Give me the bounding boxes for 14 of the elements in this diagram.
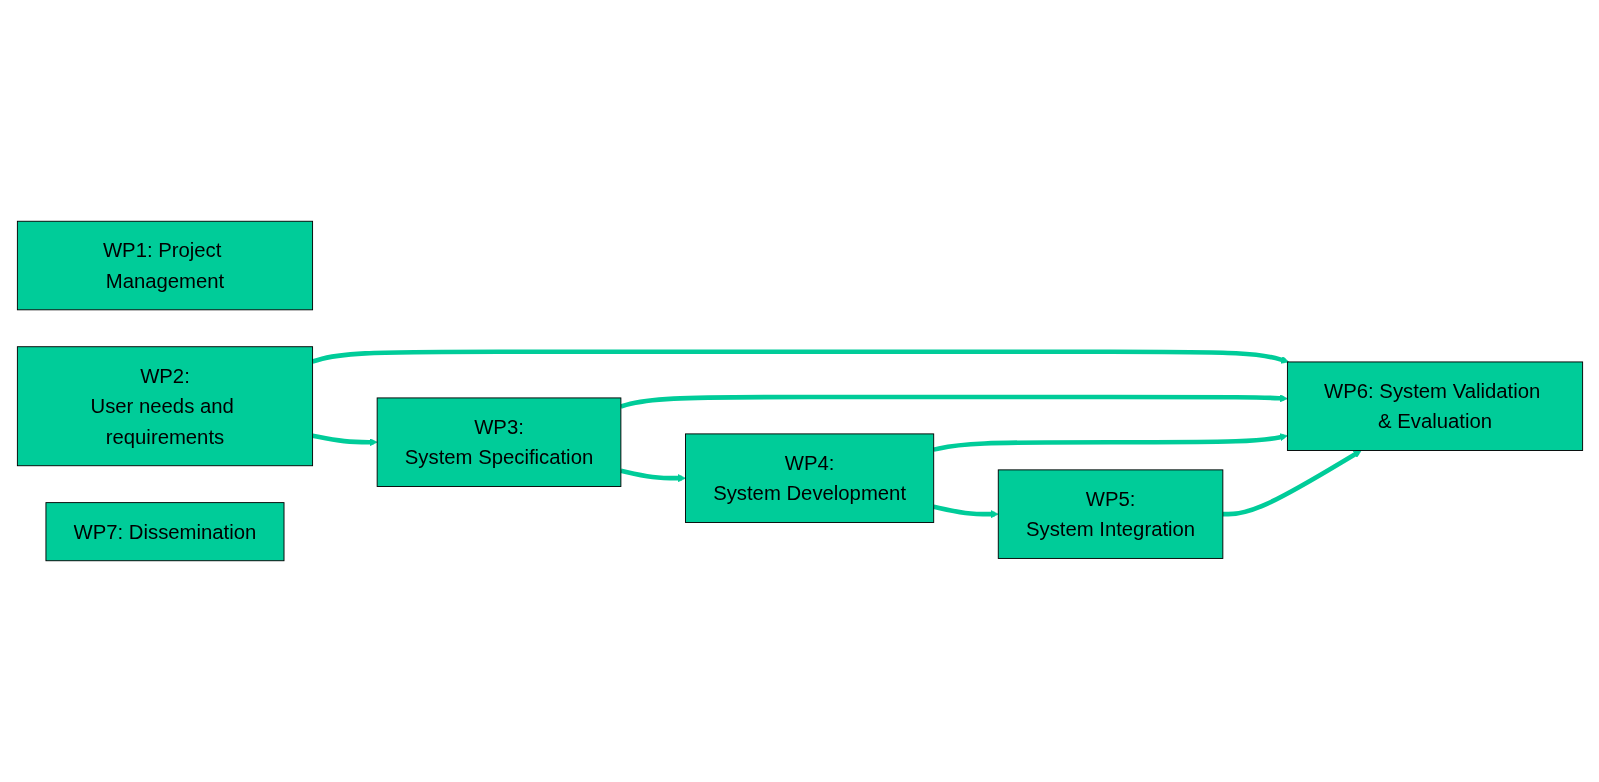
arrow <box>311 433 377 447</box>
arrow <box>1222 450 1362 517</box>
node-box: WP7: Dissemination <box>45 502 284 562</box>
arrow <box>932 433 1288 452</box>
node-box: WP2: User needs and requirements <box>16 346 313 467</box>
node-box: WP6: System Validation & Evaluation <box>1286 361 1583 451</box>
node-box: WP3: System Specification <box>376 397 621 487</box>
node-box: WP1: Project Management <box>16 220 313 311</box>
arrow <box>619 468 686 483</box>
arrow <box>619 394 1288 409</box>
arrow <box>932 504 999 519</box>
node-box: WP4: System Development <box>684 433 934 523</box>
node-box: WP5: System Integration <box>997 469 1223 559</box>
arrow <box>311 349 1289 364</box>
